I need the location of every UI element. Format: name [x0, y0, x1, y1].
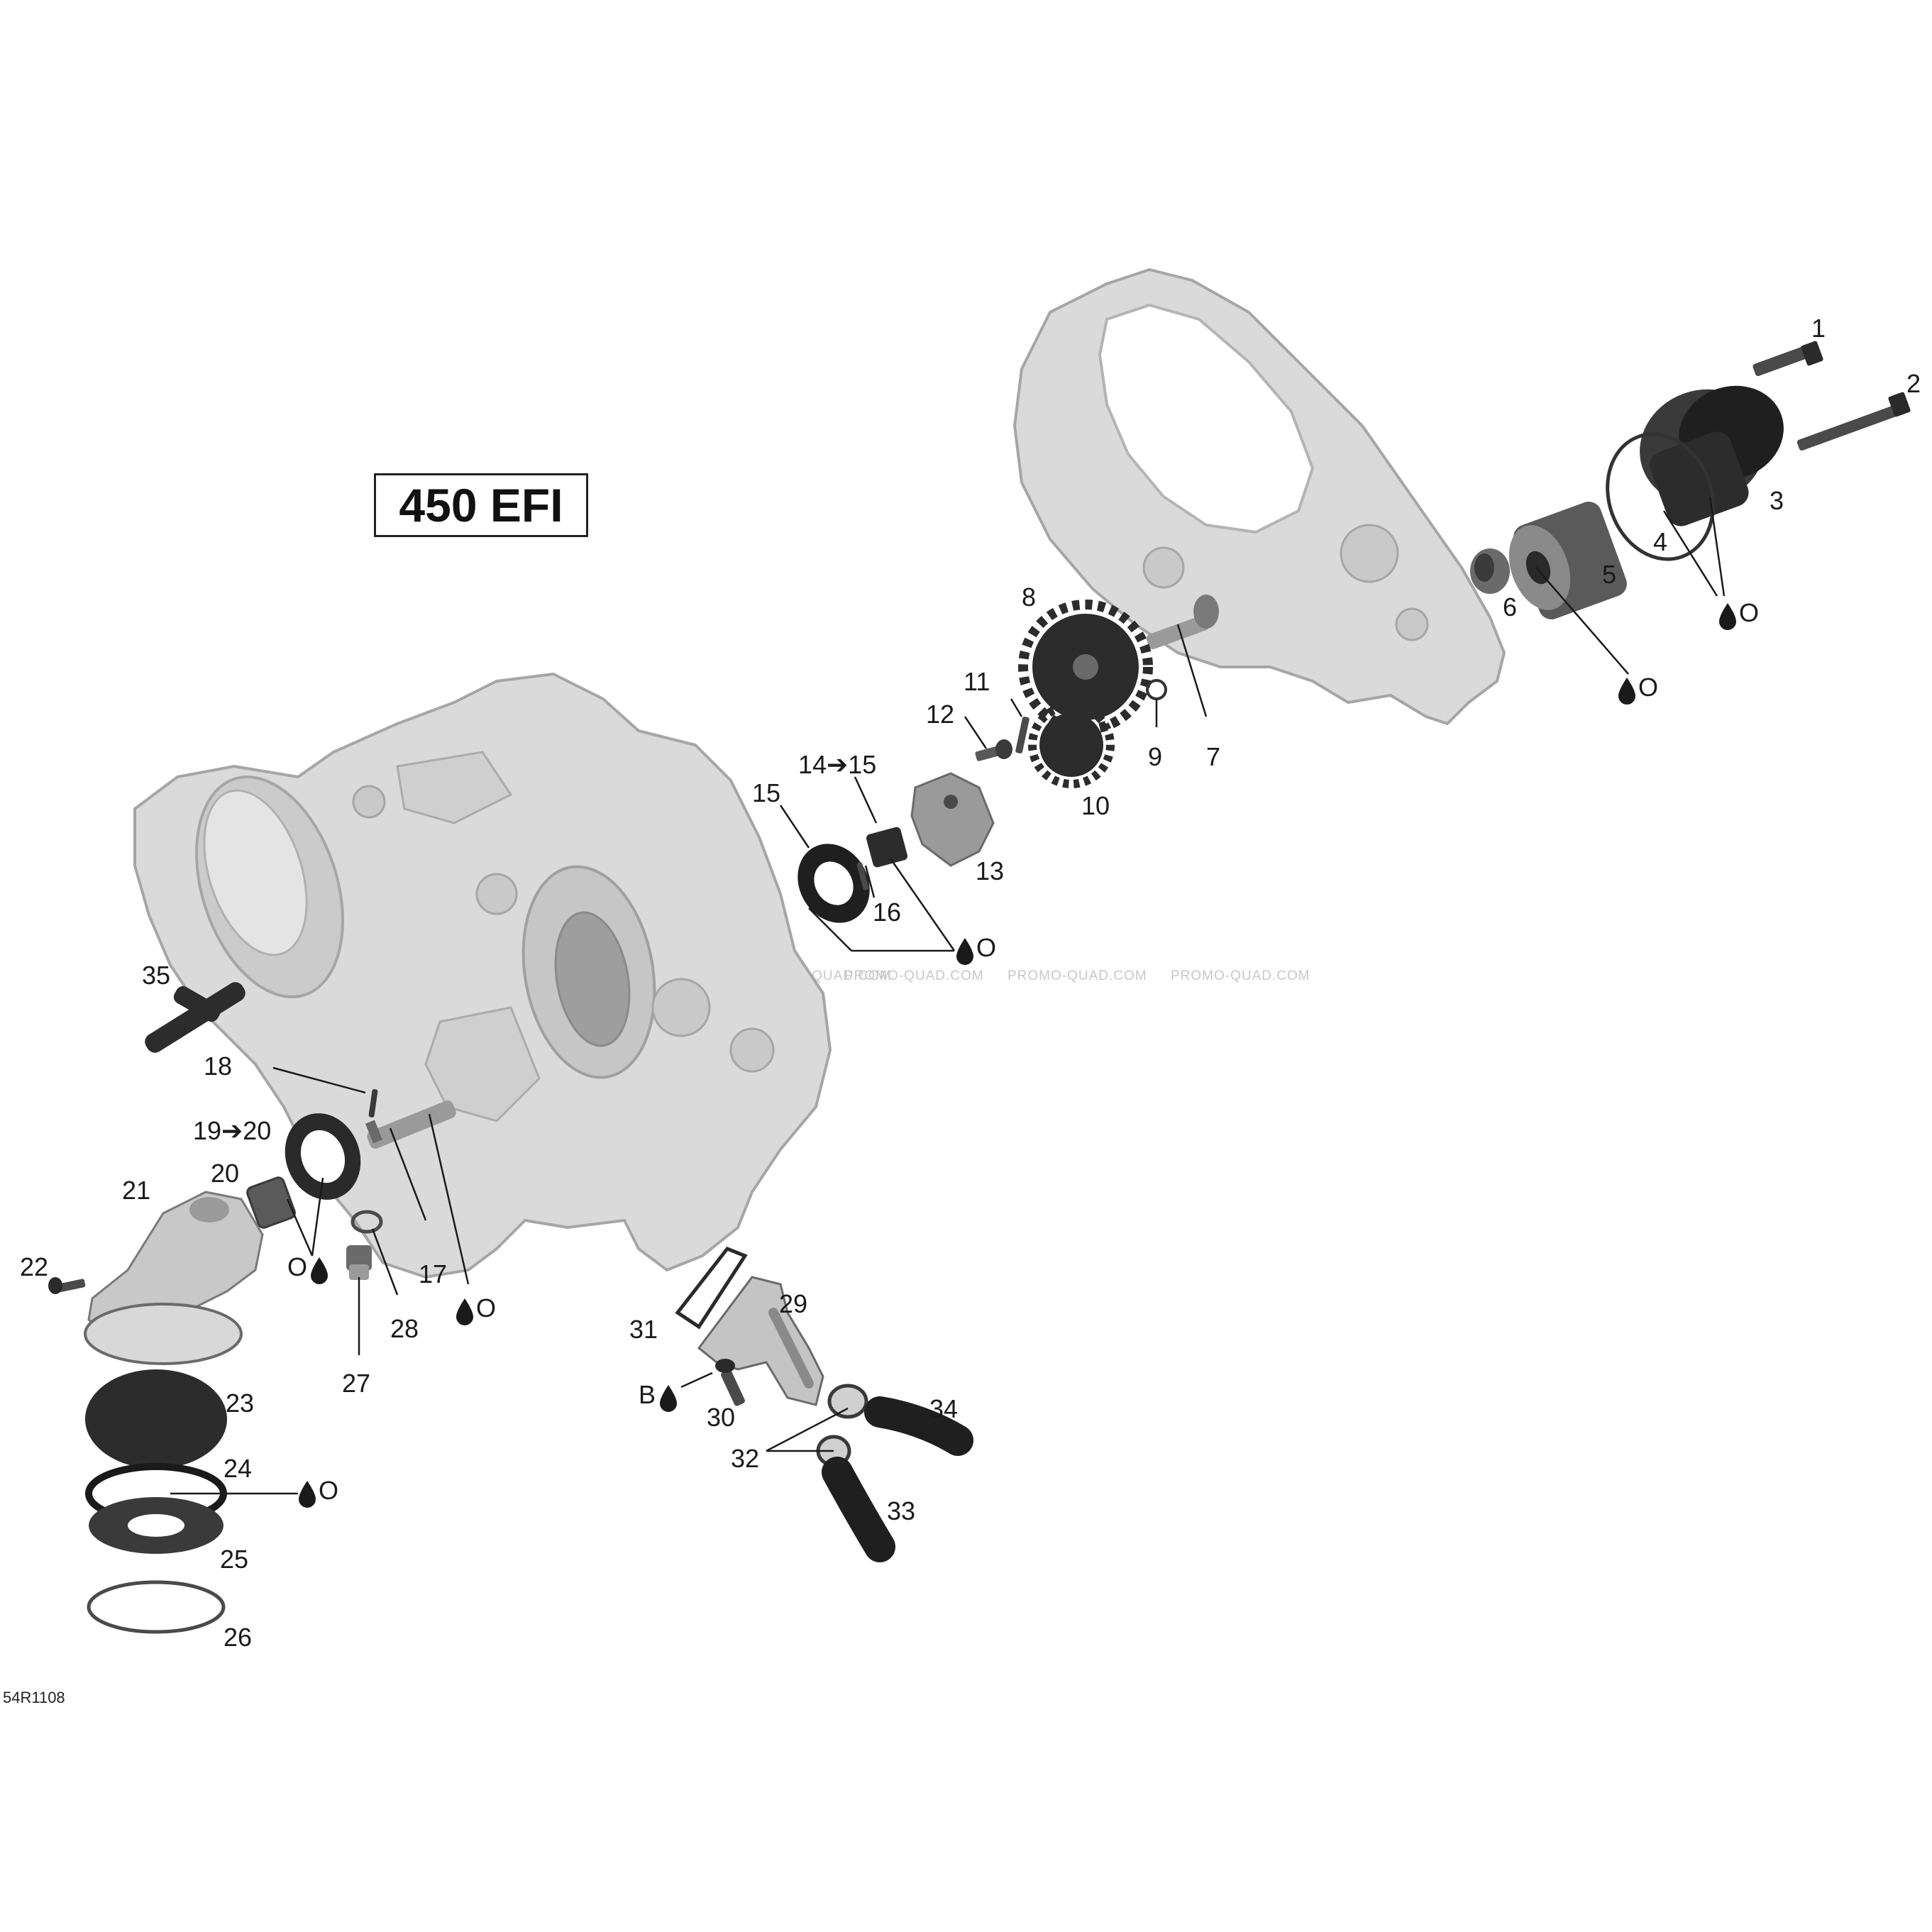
- part-10-gear: [1028, 702, 1115, 788]
- callout-21: 21: [122, 1176, 150, 1205]
- part-32-hose-clamps: [816, 1384, 868, 1467]
- callout-14-15: 14➔15: [798, 750, 876, 779]
- watermarks: PROMO-QUAD.COM PROMO-QUAD.COM PROMO-QUAD…: [752, 968, 1310, 983]
- part-26-o-ring: [87, 1580, 226, 1634]
- callout-16: 16: [873, 898, 901, 927]
- part-30-bolt: [715, 1359, 745, 1406]
- callout-9: 9: [1148, 742, 1162, 771]
- callout-13: 13: [976, 856, 1004, 885]
- watermark-3: PROMO-QUAD.COM: [1008, 968, 1147, 983]
- oil-symbol-label: O: [1739, 598, 1759, 627]
- oil-symbol-label: O: [319, 1476, 338, 1505]
- oil-symbols: [299, 603, 1736, 1508]
- callout-26: 26: [223, 1623, 252, 1652]
- callout-4: 4: [1653, 527, 1667, 556]
- part-12-screw: [975, 739, 1012, 761]
- callout-27: 27: [342, 1369, 370, 1398]
- part-9-circlip: [1146, 679, 1167, 700]
- part-15-outer-rotor: [797, 844, 870, 923]
- part-34-hose: [864, 1396, 973, 1456]
- oil-drop-icon: [1719, 603, 1736, 630]
- oil-drop-icon: [956, 938, 973, 965]
- watermark-4: PROMO-QUAD.COM: [1171, 968, 1310, 983]
- callout-29: 29: [779, 1289, 807, 1318]
- part-35-t-fitting: [145, 982, 245, 1053]
- part-8-gear: [1018, 600, 1153, 734]
- oil-drop-icon: [1618, 678, 1635, 705]
- part-22-screw: [48, 1277, 86, 1294]
- part-25-seal: [89, 1497, 223, 1554]
- callout-35: 35: [142, 961, 170, 990]
- model-label-box: 450 EFI: [374, 473, 588, 537]
- callout-numbers: 1 2 3 4 5 6 7 8 9 10 11 12 13 14➔15 15 1…: [20, 314, 1921, 1652]
- oil-symbol-label: O: [976, 933, 996, 962]
- part-3-oil-filter-cover: [1640, 385, 1784, 526]
- callout-23: 23: [226, 1389, 254, 1418]
- callout-6: 6: [1503, 592, 1517, 622]
- callout-2: 2: [1906, 369, 1921, 398]
- callout-31: 31: [629, 1315, 658, 1344]
- callout-28: 28: [390, 1314, 419, 1343]
- grease-drop-icon: [660, 1385, 677, 1412]
- part-14-rotor: [866, 827, 908, 868]
- oil-drop-icon: [299, 1481, 316, 1508]
- grease-symbol-label: B: [639, 1380, 656, 1409]
- callout-32: 32: [731, 1444, 759, 1473]
- figure-code: 54R1108: [3, 1689, 65, 1706]
- part-20-inner-rotor: [246, 1176, 296, 1229]
- callout-10: 10: [1081, 791, 1110, 820]
- callout-19-20: 19➔20: [193, 1116, 271, 1145]
- part-33-hose: [822, 1457, 895, 1562]
- oil-drop-icon: [311, 1257, 328, 1284]
- part-7-shaft: [1146, 595, 1219, 650]
- oil-symbol-label: O: [287, 1252, 307, 1281]
- part-27-plug: [346, 1245, 372, 1280]
- part-31-gasket: [675, 1246, 748, 1330]
- part-4-o-ring: [1606, 432, 1715, 561]
- callout-7: 7: [1206, 742, 1220, 771]
- part-16-pin: [856, 862, 869, 890]
- part-1-bolt: [1752, 341, 1823, 377]
- watermark-2: PROMO-QUAD.COM: [844, 968, 984, 983]
- part-28-washer: [350, 1210, 383, 1234]
- model-label: 450 EFI: [399, 479, 563, 531]
- callout-8: 8: [1022, 583, 1036, 612]
- callout-22: 22: [20, 1252, 48, 1281]
- part-6-plug: [1470, 548, 1510, 594]
- leader-lines: [170, 496, 1726, 1495]
- part-13-pump-cover: [910, 772, 995, 867]
- callout-15: 15: [752, 778, 780, 807]
- callout-25: 25: [220, 1545, 248, 1574]
- part-17-shaft: [365, 1100, 456, 1149]
- part-23-strainer: [85, 1369, 227, 1469]
- callout-17: 17: [419, 1259, 447, 1288]
- part-2-long-bolt: [1796, 392, 1911, 451]
- callout-18: 18: [204, 1051, 232, 1081]
- callout-20: 20: [211, 1159, 239, 1188]
- oil-drop-icon: [456, 1298, 473, 1325]
- oil-symbol-label: O: [1638, 673, 1658, 702]
- callout-30: 30: [707, 1403, 735, 1432]
- callout-12: 12: [926, 700, 954, 729]
- part-18-pin: [368, 1089, 378, 1117]
- part-19-outer-rotor: [285, 1113, 361, 1200]
- callout-33: 33: [887, 1496, 915, 1525]
- callout-11: 11: [964, 667, 990, 696]
- part-11-pin: [1015, 717, 1030, 754]
- oil-symbol-labels: O O O O O O B: [287, 598, 1759, 1505]
- callout-34: 34: [929, 1394, 958, 1423]
- callout-5: 5: [1602, 560, 1616, 589]
- part-21-strainer-housing: [84, 1191, 264, 1365]
- callout-1: 1: [1811, 314, 1826, 343]
- callout-3: 3: [1770, 486, 1784, 515]
- oil-symbol-label: O: [476, 1293, 496, 1323]
- clutch-cover-housing: [1012, 267, 1506, 726]
- callout-24: 24: [223, 1454, 252, 1483]
